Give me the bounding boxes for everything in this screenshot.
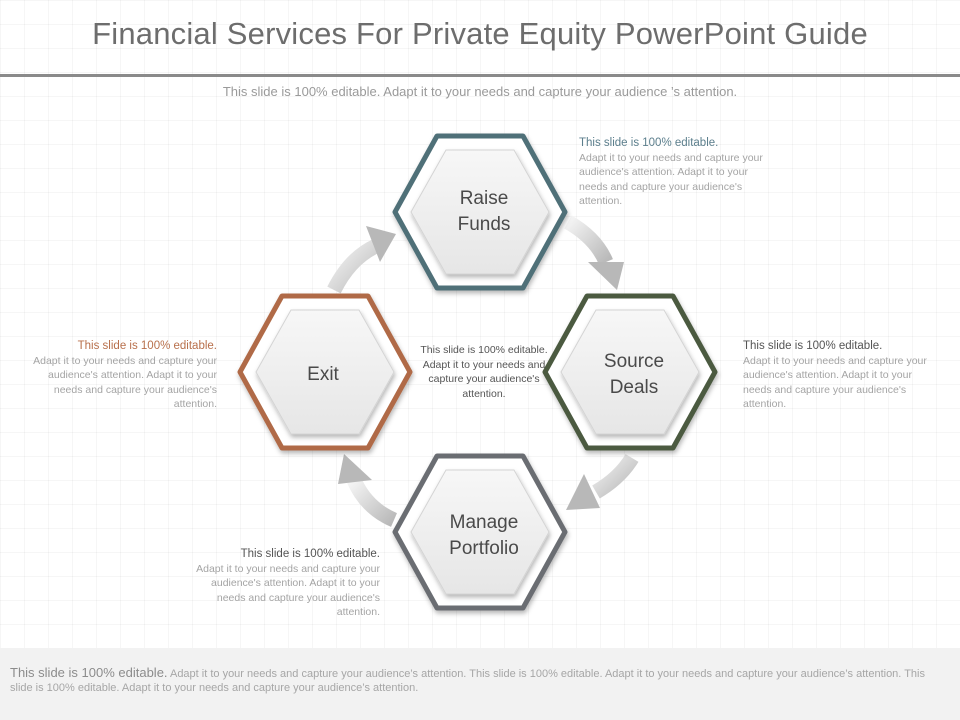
footer-bar: This slide is 100% editable. Adapt it to… [0,648,960,720]
note-exit-head: This slide is 100% editable. [77,340,217,352]
note-raise-funds-body: Adapt it to your needs and capture your … [579,151,763,208]
arrow-source-to-manage [566,453,639,510]
note-center: This slide is 100% editable. Adapt it to… [420,344,548,400]
note-source-deals-head: This slide is 100% editable. [743,340,883,352]
slide-subtitle: This slide is 100% editable. Adapt it to… [222,84,738,99]
hex-source-deals-label-1: Source [604,351,664,372]
footer-lead: This slide is 100% editable. [10,665,168,680]
note-raise-funds: This slide is 100% editable. Adapt it to… [579,136,769,209]
note-manage-portfolio-head: This slide is 100% editable. [240,548,380,560]
arrow-manage-to-exit [338,454,398,527]
note-manage-portfolio: This slide is 100% editable. Adapt it to… [190,547,380,620]
hex-exit-label: Exit [307,364,339,385]
hex-manage-portfolio-label-2: Portfolio [449,538,519,559]
hex-raise-funds-label-1: Raise [460,188,509,209]
note-exit: This slide is 100% editable. Adapt it to… [27,339,217,412]
footer-body: Adapt it to your needs and capture your … [10,668,925,694]
cycle-diagram: Raise Funds Source Deals Manage Portfoli… [237,133,718,611]
title-divider [0,74,960,77]
hex-exit[interactable]: Exit [237,293,413,451]
note-source-deals-body: Adapt it to your needs and capture your … [743,354,927,411]
note-exit-body: Adapt it to your needs and capture your … [33,354,217,411]
hex-manage-portfolio-label-1: Manage [450,512,519,533]
hex-raise-funds[interactable]: Raise Funds [392,133,568,291]
hex-raise-funds-label-2: Funds [458,214,511,235]
footer-text: This slide is 100% editable. Adapt it to… [0,648,960,695]
note-raise-funds-head: This slide is 100% editable. [579,137,719,149]
arrow-raise-to-source [564,215,624,290]
slide-title: Financial Services For Private Equity Po… [92,16,868,51]
note-manage-portfolio-body: Adapt it to your needs and capture your … [196,562,380,619]
hex-source-deals-label-2: Deals [610,377,659,398]
hex-manage-portfolio[interactable]: Manage Portfolio [392,453,568,611]
arrow-exit-to-raise [327,226,396,294]
note-source-deals: This slide is 100% editable. Adapt it to… [743,339,933,412]
hex-source-deals[interactable]: Source Deals [542,293,718,451]
